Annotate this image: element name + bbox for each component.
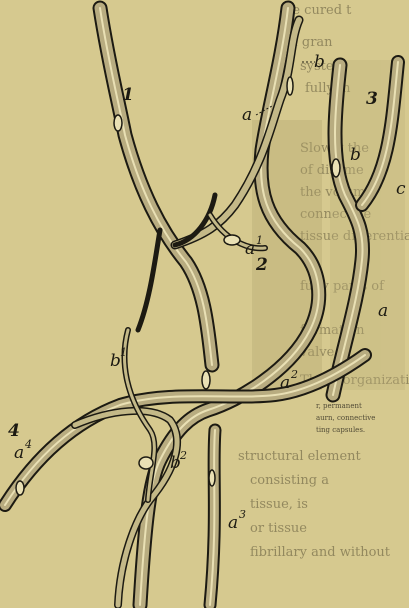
label-a3-sup: 3 [239, 508, 246, 521]
label-a1-sup: 1 [256, 234, 263, 247]
label-vessel-1: 1 [122, 85, 134, 105]
label-vessel-2: 2 [255, 255, 268, 275]
label-a1: a [245, 239, 255, 259]
label-vessel-3: 3 [366, 89, 378, 109]
label-right-b: b [350, 145, 361, 165]
label-right-a: a [378, 301, 388, 321]
svg-text:ting capsules.: ting capsules. [316, 426, 365, 434]
label-a-top: a [242, 105, 252, 125]
label-b-top: b [314, 52, 325, 72]
svg-text:tissue, is: tissue, is [250, 497, 308, 512]
svg-text:fibrillary and without: fibrillary and without [250, 545, 391, 560]
label-a2-sup: 2 [290, 368, 298, 381]
label-a4: a [14, 443, 24, 463]
label-a3: a [228, 513, 238, 533]
label-b1-sup: 1 [120, 346, 127, 359]
svg-text:aurn, connective: aurn, connective [316, 414, 375, 422]
label-a2: a [280, 373, 290, 393]
svg-text:consisting a: consisting a [250, 473, 329, 488]
label-right-c: c [396, 179, 406, 199]
svg-text:r, permanent: r, permanent [316, 402, 362, 410]
label-a4-sup: 4 [24, 438, 32, 451]
svg-text:or tissue: or tissue [250, 521, 307, 536]
label-b2-sup: 2 [179, 449, 187, 462]
label-vessel-4: 4 [8, 421, 20, 441]
svg-text:structural element: structural element [238, 449, 362, 464]
